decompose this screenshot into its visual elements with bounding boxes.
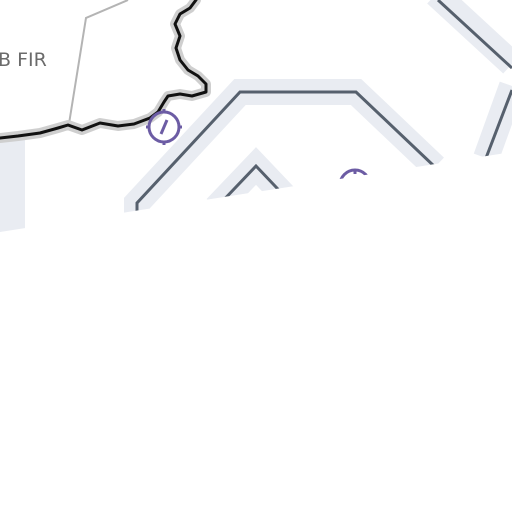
airway-buffer-top-right: [427, 0, 512, 74]
airway-route[interactable]: [484, 89, 512, 159]
unrendered-area: [0, 152, 512, 512]
vor-navaid-icon[interactable]: [146, 109, 182, 145]
airway-route[interactable]: [436, 0, 512, 70]
country-border: [0, 0, 208, 140]
fir-label: B FIR: [0, 49, 47, 71]
fir-boundary: [67, 0, 129, 131]
airway-route[interactable]: [135, 90, 437, 224]
